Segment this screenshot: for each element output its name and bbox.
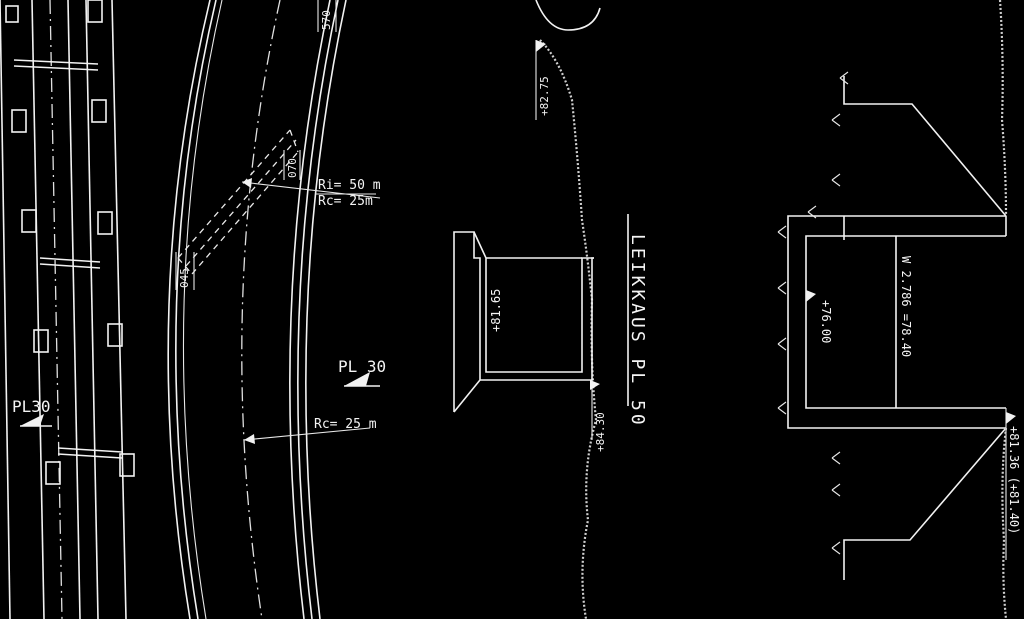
radius-label-rc-lower: Rc= 25 m [314, 417, 377, 432]
channel-section-right [787, 76, 1016, 580]
radius-leader-upper [241, 178, 381, 199]
dim-070: 070 [286, 158, 299, 178]
radius-label-rc-upper: Rc= 25m [318, 194, 373, 209]
ground-ticks [777, 71, 849, 555]
dashed-culvert [175, 129, 301, 290]
track-plan [0, 0, 135, 619]
section-title: LEIKKAUS PL 50 [627, 234, 648, 428]
station-marker-right: PL 30 [338, 357, 386, 387]
station-marker-left: PL30 [12, 397, 52, 427]
svg-text:PL 30: PL 30 [338, 357, 386, 376]
ground-profile-right [998, 0, 1008, 619]
level-bottom-left: +84.30 [594, 412, 607, 452]
channel-section-left [453, 231, 600, 440]
level-side-right: +81.36 (+81.40) [1007, 426, 1021, 534]
level-inside-right: +76.00 [819, 300, 833, 343]
level-top-left: +82.75 [538, 76, 551, 116]
radius-leader-lower [243, 427, 371, 444]
dim-045: 045 [178, 268, 191, 288]
radius-label-ri: Ri= 50 m [318, 178, 381, 193]
water-level-label: W 2.786 =78.40 [899, 256, 913, 357]
dim-570: 570 [320, 10, 333, 30]
curved-road-plan [167, 0, 347, 619]
svg-text:PL30: PL30 [12, 397, 51, 416]
level-inside-left: +81.65 [489, 289, 503, 332]
